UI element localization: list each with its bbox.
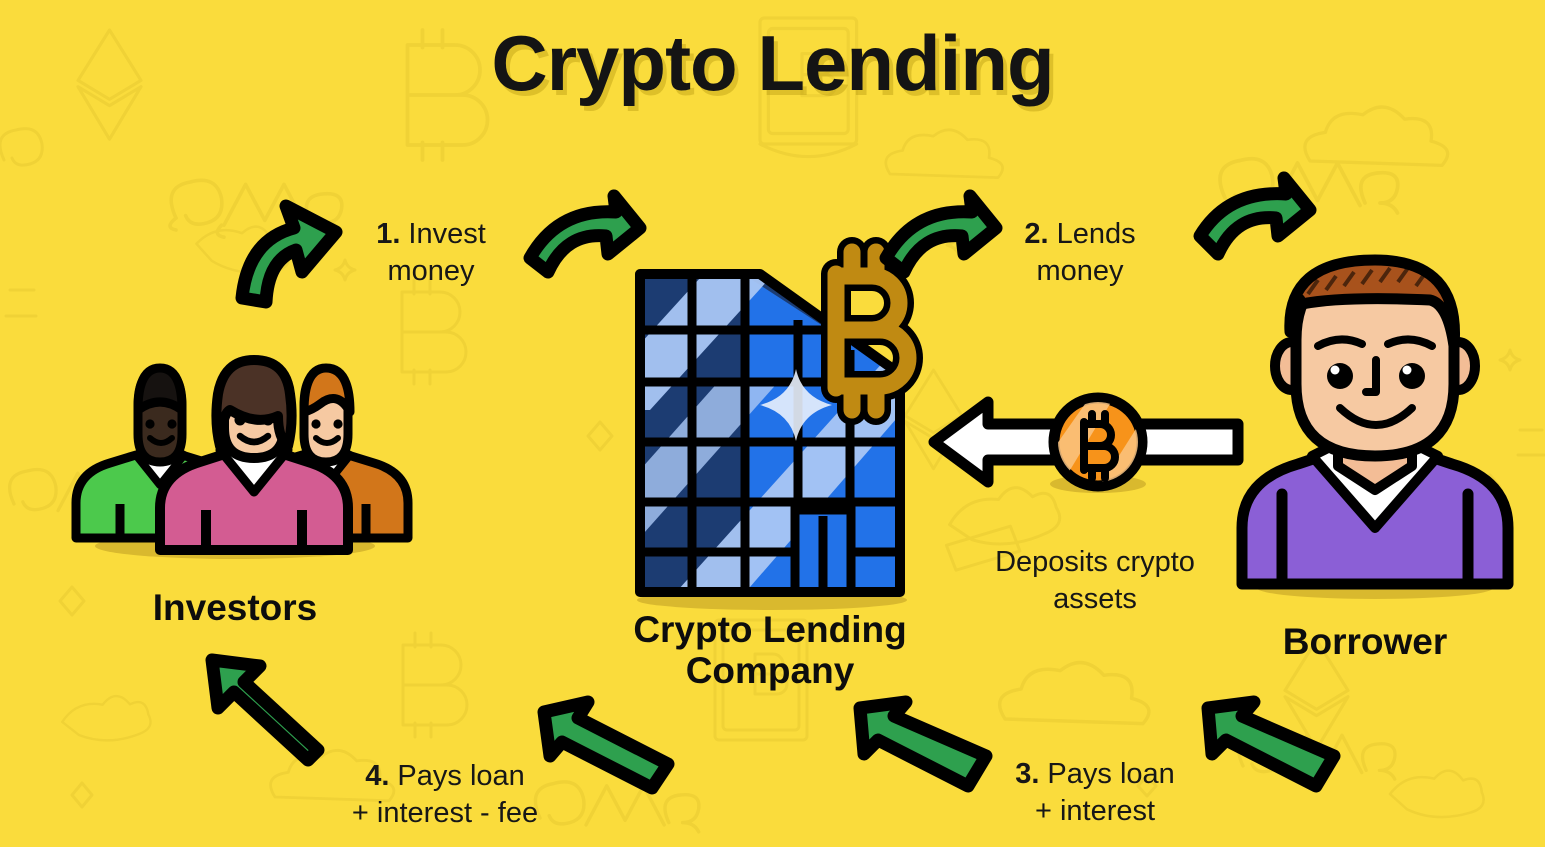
- three-people-icon: [60, 355, 413, 559]
- page-title: Crypto Lending: [491, 19, 1054, 107]
- lends-money-arrow-right: [1186, 171, 1317, 276]
- deposit-bitcoin-arrow: [920, 388, 1250, 498]
- invest-money-arrow-left: [228, 198, 348, 309]
- flow-label-pays-loan: 3. Pays loan + interest: [980, 720, 1210, 829]
- invest-money-arrow-right: [516, 189, 647, 282]
- pays-loan-arrow-right: [1200, 695, 1350, 795]
- node-label-investors: Investors: [152, 587, 318, 628]
- step-number-4: 4.: [365, 760, 390, 793]
- pays-loan-arrow-left: [852, 695, 1002, 800]
- pays-loan-fee-arrow-right: [534, 695, 684, 795]
- lends-money-arrow-left: [872, 189, 1003, 282]
- flow-label-invest-money: 1. Invest money: [336, 180, 526, 289]
- step-number-3: 3.: [1015, 758, 1040, 791]
- flow-label-lends-money: 2. Lends money: [985, 180, 1175, 289]
- step-text-3: Pays loan + interest: [1034, 758, 1175, 827]
- flow-label-deposits-crypto: Deposits crypto assets: [945, 508, 1245, 617]
- office-building-bitcoin-icon: [600, 230, 940, 610]
- step-text-1: Invest money: [387, 218, 486, 287]
- pays-loan-fee-arrow-left: [186, 652, 346, 772]
- node-label-borrower: Borrower: [1282, 621, 1448, 662]
- flow-label-pays-loan-fee: 4. Pays loan + interest - fee: [320, 722, 570, 831]
- node-label-company: Crypto Lending Company: [633, 609, 907, 691]
- person-purple-sweater-icon: [1230, 248, 1520, 600]
- step-number-1: 1.: [376, 218, 401, 251]
- step-text-2: Lends money: [1036, 218, 1136, 287]
- step-text-deposits: Deposits crypto assets: [995, 546, 1195, 615]
- step-number-2: 2.: [1024, 218, 1049, 251]
